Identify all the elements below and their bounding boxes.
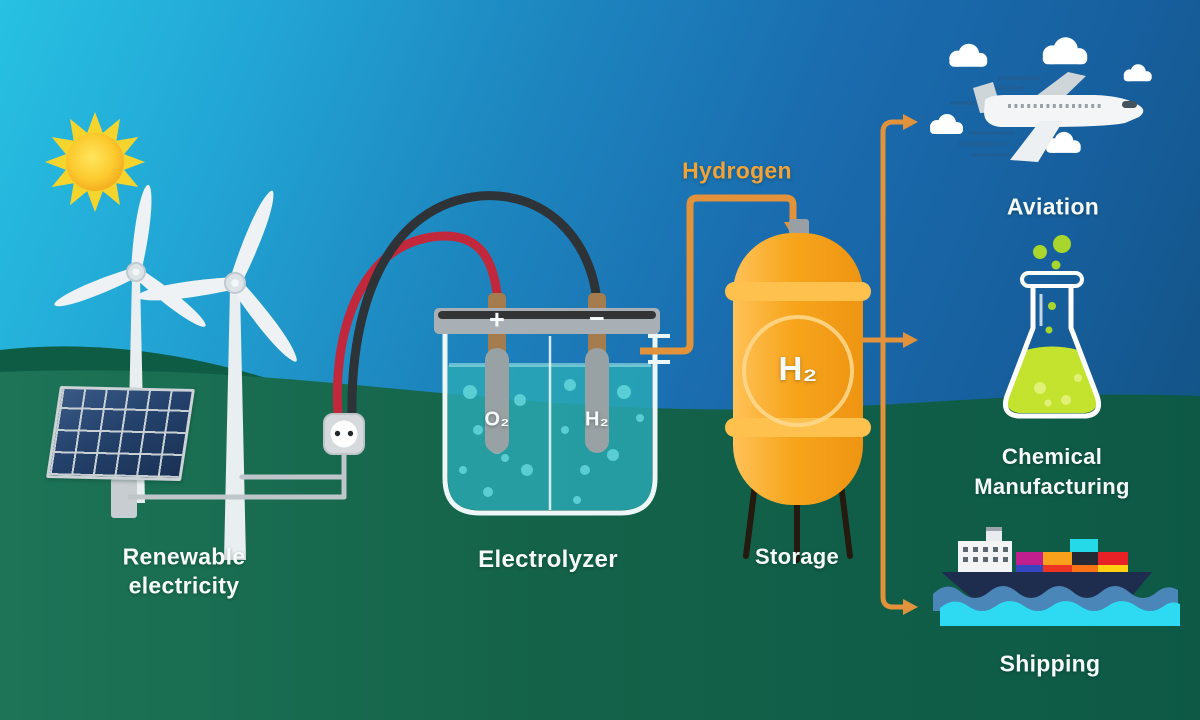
tank-h2-label: H₂	[778, 350, 818, 387]
storage-tank-icon	[725, 219, 871, 563]
chemical-label-line1: Chemical	[1001, 444, 1103, 469]
power-socket-icon	[323, 413, 365, 455]
solar-cells	[49, 389, 192, 478]
sun-icon	[45, 112, 145, 212]
solar-panel-icon	[46, 386, 196, 481]
renewable-label-line2: electricity	[128, 572, 240, 599]
airplane-icon	[950, 72, 1144, 162]
aviation-label: Aviation	[1006, 193, 1100, 220]
flask-icon	[1002, 235, 1102, 419]
distribution-arrows	[861, 114, 918, 615]
chemical-label-line2: Manufacturing	[974, 474, 1130, 499]
glass-container	[442, 333, 658, 516]
hydrogen-label: Hydrogen	[682, 157, 792, 184]
containers	[1016, 539, 1128, 577]
hydrogen-gas-label: H₂	[585, 408, 609, 431]
solar-panel-post	[111, 478, 137, 518]
power-wires	[127, 452, 347, 500]
renewable-label-line1: Renewable	[122, 543, 246, 570]
cargo-ship-icon	[933, 527, 1180, 626]
plus-terminal-label: +	[488, 304, 506, 335]
electrolyzer-label: Electrolyzer	[478, 546, 618, 573]
minus-terminal-label: −	[588, 303, 606, 334]
oxygen-gas-label: O₂	[484, 408, 510, 431]
wind-turbine-icon	[135, 187, 303, 560]
power-cables	[332, 191, 602, 421]
storage-label: Storage	[754, 544, 840, 569]
electrolyzer	[434, 293, 670, 516]
shipping-label: Shipping	[999, 650, 1101, 677]
